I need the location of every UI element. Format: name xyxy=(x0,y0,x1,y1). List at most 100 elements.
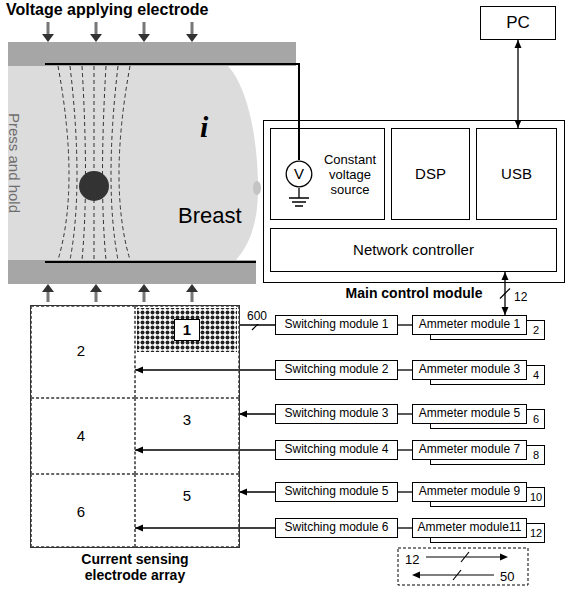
ground-symbol xyxy=(289,188,309,206)
electrode-cell: 3 xyxy=(135,398,239,474)
box-label: Switching module 6 xyxy=(284,521,388,535)
connector xyxy=(398,528,412,529)
pressure-plate xyxy=(8,42,296,66)
switching-module-box: Switching module 5 xyxy=(275,482,398,502)
array-title: Current sensing electrode array xyxy=(70,551,200,583)
box-label: Switching module 3 xyxy=(284,407,388,421)
ammeter-module-box: Ammeter module1112 xyxy=(412,518,527,538)
press-arrow-head xyxy=(42,34,198,42)
network-box: Network controller xyxy=(270,228,557,272)
arrowhead xyxy=(515,120,522,128)
box-label: Switching module 4 xyxy=(284,443,388,457)
connector-line xyxy=(398,369,412,370)
box-label: USB xyxy=(501,165,532,182)
line-count: 12 xyxy=(405,553,419,568)
connector-line xyxy=(398,491,412,492)
box-label: Ammeter module 5 xyxy=(419,407,520,421)
stacked-module-number: 12 xyxy=(530,527,542,540)
electrode-cell: 6 xyxy=(31,474,135,547)
electrode-wire xyxy=(45,64,299,160)
control-module-frame: Main control moduleConstant voltage sour… xyxy=(263,120,565,283)
ammeter-module-box: Ammeter module 910 xyxy=(412,482,527,502)
cell-number: 1 xyxy=(174,319,200,340)
connector-line xyxy=(398,413,412,414)
electrode-array: Current sensing electrode array214365 xyxy=(30,305,240,548)
cell-number: 4 xyxy=(77,427,85,444)
connector xyxy=(398,370,412,371)
bus-key-line xyxy=(420,552,500,580)
stacked-module-number: 6 xyxy=(533,413,539,426)
connector xyxy=(515,40,522,128)
box-label: V xyxy=(294,165,304,182)
connector-line xyxy=(135,369,275,370)
electrode-cell: 2 xyxy=(31,306,135,398)
cell-number: 6 xyxy=(77,503,85,520)
box-label: Switching module 2 xyxy=(284,363,388,377)
line-count: 50 xyxy=(500,570,514,585)
source-box: Constant voltage source V xyxy=(270,128,385,220)
connector-line xyxy=(135,449,275,450)
connector xyxy=(135,367,275,374)
arrowhead xyxy=(239,489,247,496)
stacked-module-number: 10 xyxy=(530,491,542,504)
bus-width: 600 xyxy=(246,310,268,324)
switching-module-box: Switching module 3 xyxy=(275,404,398,424)
arrowhead xyxy=(239,411,247,418)
connector xyxy=(398,325,412,326)
box-label: Ammeter module 3 xyxy=(419,363,520,377)
side-note: Press and hold xyxy=(5,113,23,213)
connector-line xyxy=(135,527,275,528)
connector xyxy=(398,492,412,493)
connector xyxy=(398,414,412,415)
ammeter-module-box: Ammeter module 78 xyxy=(412,440,527,460)
electrode-cell: 1 xyxy=(135,306,239,398)
electrode-wire xyxy=(45,261,256,263)
breast-outline xyxy=(8,66,258,260)
press-arrow-shaft xyxy=(48,290,192,302)
arrowhead xyxy=(502,307,509,315)
box-label: Ammeter module 7 xyxy=(419,443,520,457)
arrowhead xyxy=(135,525,143,532)
ammeter-module-box: Ammeter module 56 xyxy=(412,404,527,424)
connector xyxy=(135,447,275,454)
connector xyxy=(239,411,275,418)
nipple xyxy=(253,181,261,195)
switching-module-box: Switching module 1 xyxy=(275,315,398,335)
current-symbol: i xyxy=(200,110,208,145)
box-label: Ammeter module 1 xyxy=(419,318,520,332)
pressure-plate xyxy=(8,260,256,284)
cell-number: 3 xyxy=(183,411,191,428)
active-electrode-region xyxy=(137,308,237,352)
arrowhead xyxy=(135,447,143,454)
voltage-source-symbol: V xyxy=(285,160,313,188)
tumor xyxy=(79,171,109,201)
dsp-box: DSP xyxy=(391,128,470,220)
bus-key-frame xyxy=(398,548,528,585)
arrowhead xyxy=(135,367,143,374)
arrowhead xyxy=(515,40,522,48)
bus-slash xyxy=(500,289,510,299)
switching-module-box: Switching module 2 xyxy=(275,360,398,380)
connector-line xyxy=(517,40,518,128)
connector xyxy=(398,450,412,451)
connector-line xyxy=(398,324,412,325)
stacked-module-number: 2 xyxy=(533,324,539,337)
box-label: Ammeter module 9 xyxy=(419,485,520,499)
box-label: Network controller xyxy=(353,241,474,258)
switching-module-box: Switching module 4 xyxy=(275,440,398,460)
box-label: Ammeter module11 xyxy=(418,521,522,535)
source-circle-outline xyxy=(286,161,312,187)
ammeter-module-box: Ammeter module 34 xyxy=(412,360,527,380)
ammeter-module-box: Ammeter module 12 xyxy=(412,315,527,335)
cell-number: 5 xyxy=(183,487,191,504)
box-label: PC xyxy=(506,13,530,33)
box-label: DSP xyxy=(415,165,446,182)
press-arrow-head xyxy=(42,284,198,292)
pc-box: PC xyxy=(480,6,556,40)
usb-box: USB xyxy=(476,128,557,220)
cell-number: 2 xyxy=(77,342,85,359)
field-line xyxy=(58,66,130,260)
box-label: Constant voltage source xyxy=(318,152,382,197)
electrode-cell: 4 xyxy=(31,398,135,474)
figure-heading: Voltage applying electrode xyxy=(6,1,208,19)
